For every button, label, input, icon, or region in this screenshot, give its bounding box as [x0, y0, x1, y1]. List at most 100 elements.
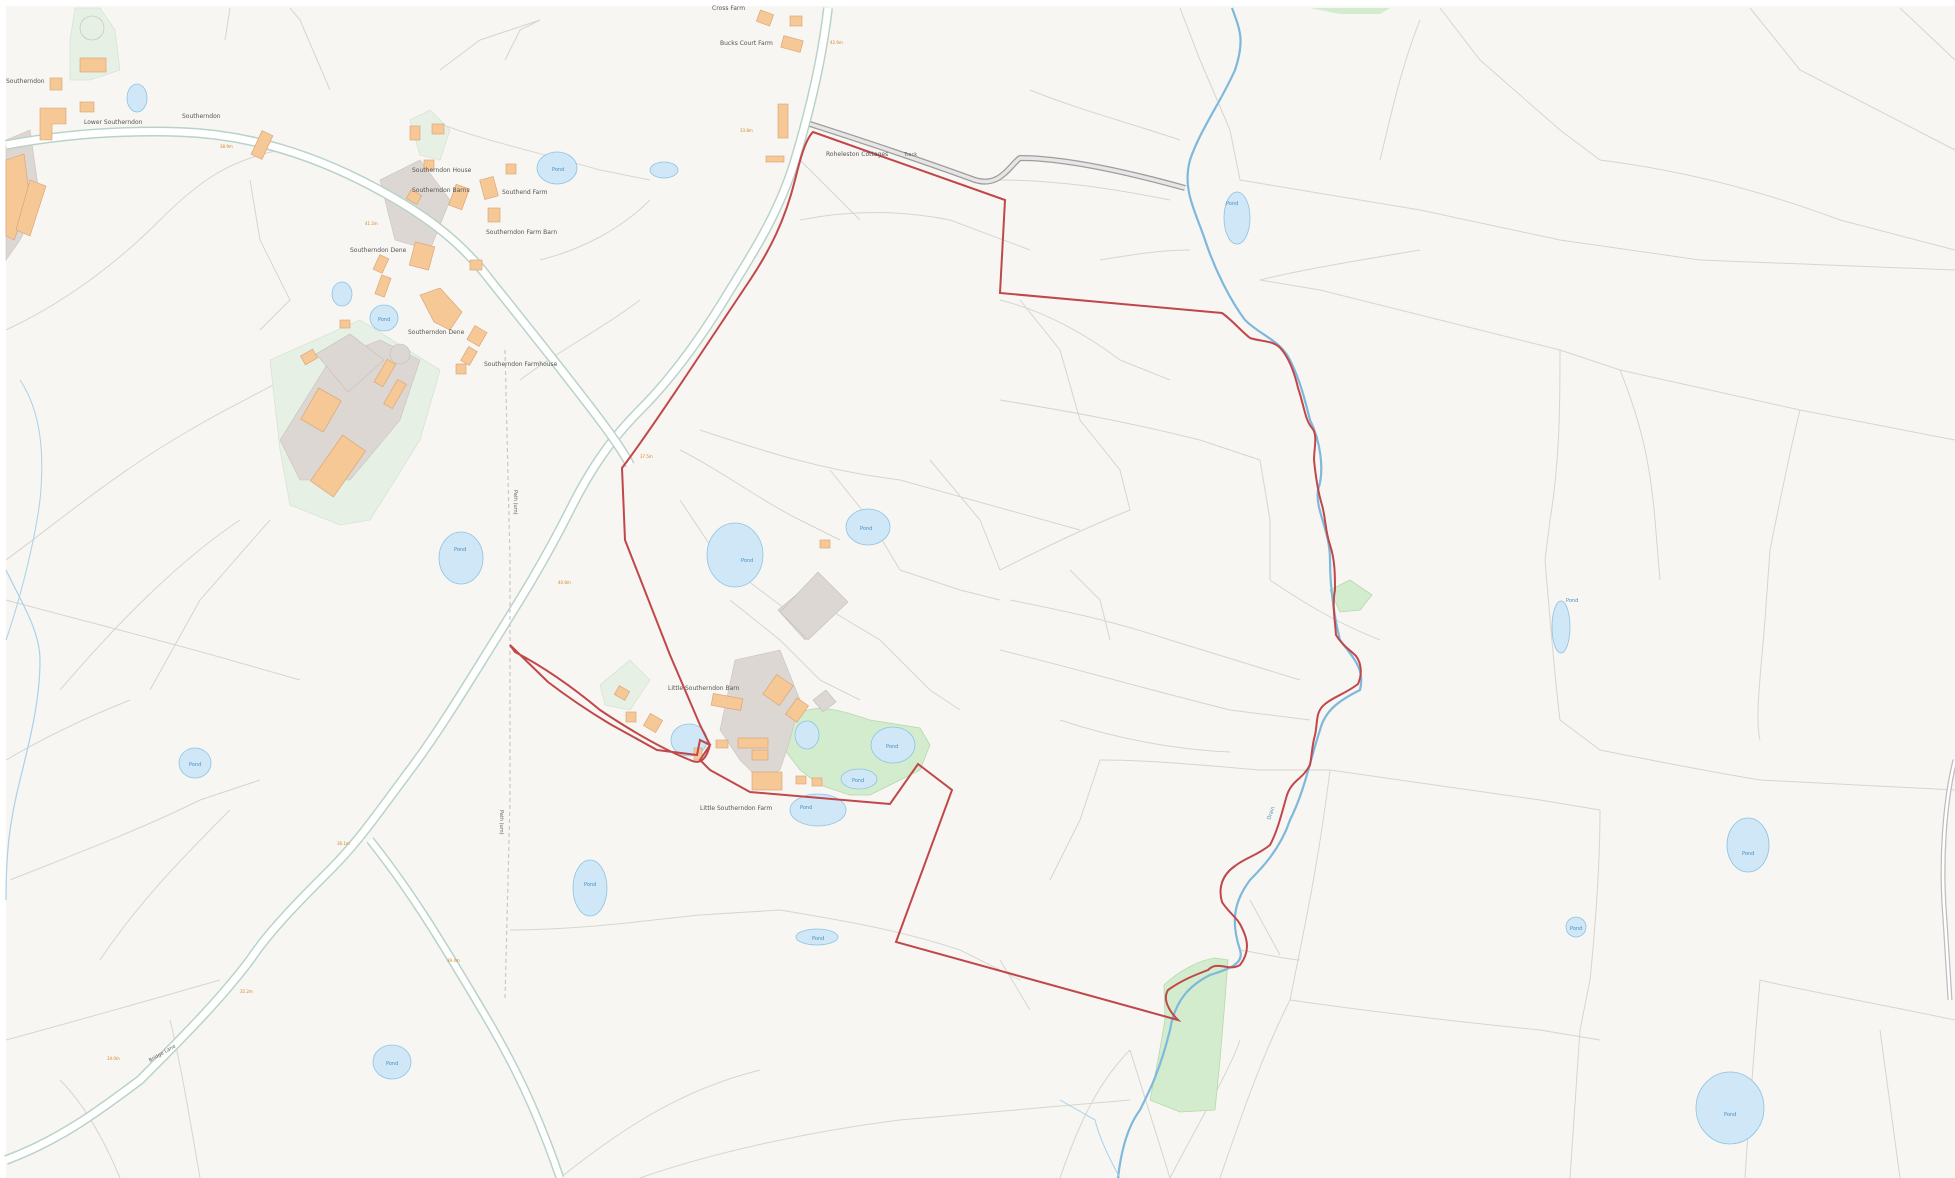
ponds: [126, 83, 1770, 1145]
building-19: [505, 163, 517, 175]
pond-1: [126, 83, 148, 113]
pond-label-16: Pond: [812, 936, 824, 942]
label-top-left-house: Lower Southerndon: [84, 119, 143, 126]
building-41: [625, 711, 637, 723]
stream: [5, 7, 1363, 1178]
building-32: [383, 378, 407, 410]
building-17: [448, 183, 470, 211]
building-43: [751, 749, 769, 761]
label-farm-east: Southerndon: [182, 113, 221, 120]
pond-8: [845, 508, 891, 546]
garden-small-farm: [599, 659, 651, 711]
pond-16: [795, 928, 839, 946]
pond-label-22: Pond: [1724, 1112, 1736, 1118]
building-7: [755, 9, 775, 27]
pond-13: [840, 768, 878, 790]
building-42: [737, 737, 769, 749]
building-1: [49, 77, 63, 91]
pond-15: [572, 859, 608, 917]
stream-nw: [5, 379, 43, 641]
building-9: [780, 35, 804, 53]
label-farm-upper: Southerndon House: [412, 167, 472, 174]
pond-label-20: Pond: [1742, 851, 1754, 857]
stream-west: [5, 569, 41, 901]
building-39: [613, 685, 631, 701]
pond-label-14: Pond: [800, 805, 812, 811]
building-15: [423, 159, 435, 171]
building-48: [811, 777, 823, 787]
garden-north-mid: [409, 109, 451, 161]
pond-9: [178, 747, 212, 779]
pond-label-12: Pond: [886, 744, 898, 750]
pond-22: [1695, 1071, 1765, 1145]
pond-17: [372, 1044, 412, 1080]
pond-5: [369, 304, 399, 332]
pond-label-17: Pond: [386, 1061, 398, 1067]
height-markers: 38.9m 41.2m 37.5m 40.8m 36.1m 39.4m 35.2…: [107, 40, 843, 1061]
field-boundaries: [5, 7, 1955, 1178]
pond-label-21: Pond: [1570, 926, 1582, 932]
label-path-2: Path (um): [498, 810, 504, 835]
roads: [4, 7, 1955, 1178]
building-14: [431, 123, 445, 135]
building-36: [762, 674, 794, 706]
building-12: [250, 130, 274, 160]
label-farm-low: Southerndon Dene: [408, 329, 465, 336]
height-3: 37.5m: [640, 454, 653, 459]
pond-label-6: Pond: [454, 547, 466, 553]
stream-main: [1116, 7, 1363, 1178]
pond-label-7: Pond: [741, 558, 753, 564]
building-23: [469, 259, 483, 271]
height-9: 42.6m: [830, 40, 843, 45]
building-47: [795, 775, 807, 785]
pond-label-18: Pond: [1226, 201, 1238, 207]
building-16: [405, 189, 423, 205]
buildings: [5, 9, 831, 791]
pond-6: [438, 531, 484, 585]
building-31: [373, 358, 397, 388]
label-track: Track: [903, 152, 917, 158]
footpath-north-south: [504, 349, 511, 1001]
label-top-farm-2: Bucks Court Farm: [720, 40, 773, 47]
building-20: [487, 207, 501, 223]
building-10: [777, 103, 789, 139]
road-south: [367, 838, 563, 1178]
top-left-roundel: [79, 15, 105, 41]
building-45: [715, 739, 729, 749]
height-5: 36.1m: [337, 841, 350, 846]
building-6: [15, 179, 47, 237]
building-8: [789, 15, 803, 27]
label-farm-cotts: Southerndon Farm Barn: [486, 229, 557, 236]
pond-18: [1223, 191, 1251, 245]
pond-label-13: Pond: [852, 778, 864, 784]
road-west: [5, 128, 634, 467]
label-little-farm: Little Southerndon Farm: [700, 805, 772, 812]
building-30: [310, 434, 366, 498]
pond-label-19: Pond: [1566, 598, 1578, 604]
drain-ditch: [1059, 1099, 1121, 1178]
height-10: 33.8m: [740, 128, 753, 133]
building-4: [39, 107, 67, 141]
pond-label-2: Pond: [552, 167, 564, 173]
pond-21: [1565, 916, 1587, 938]
pond-label-5: Pond: [378, 317, 390, 323]
woodland-stream: [1329, 579, 1373, 613]
label-little-close: Little Southerndon Barn: [668, 685, 740, 692]
building-35: [819, 539, 831, 549]
pond-11: [794, 720, 820, 750]
pond-3: [649, 161, 679, 179]
building-13: [409, 125, 421, 141]
label-top-farm: Cross Farm: [712, 5, 745, 12]
building-3: [79, 101, 95, 113]
pond-14: [789, 793, 847, 827]
pond-label-15: Pond: [584, 882, 596, 888]
building-40: [643, 713, 663, 733]
building-38: [710, 693, 744, 711]
label-cottages: Roheleston Cottages: [826, 151, 888, 158]
building-46: [751, 771, 783, 791]
building-28: [300, 348, 318, 366]
silo: [389, 343, 411, 365]
site-boundary: [509, 130, 1362, 1022]
building-22: [372, 254, 390, 274]
